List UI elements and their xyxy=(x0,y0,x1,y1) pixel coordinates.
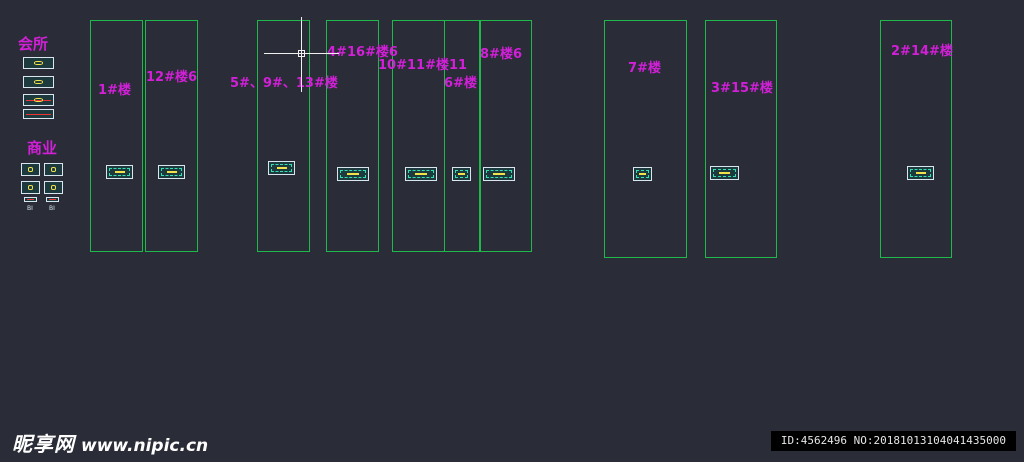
plan-thumb-6[interactable] xyxy=(452,167,471,181)
building-label-8: 8#楼6 xyxy=(480,47,522,62)
cursor-crosshair-vertical xyxy=(301,17,302,92)
building-label-10-11: 10#11#楼11 xyxy=(378,58,468,73)
plan-thumb-7[interactable] xyxy=(633,167,652,181)
commercial-thumb-4[interactable] xyxy=(44,181,63,194)
clubhouse-thumb-1[interactable] xyxy=(23,57,54,69)
commercial-thumb-2[interactable] xyxy=(44,163,63,176)
commercial-thumb-3[interactable] xyxy=(21,181,40,194)
clubhouse-thumb-2[interactable] xyxy=(23,76,54,88)
plan-thumb-10-11[interactable] xyxy=(405,167,437,181)
building-label-12: 12#楼6 xyxy=(146,70,198,85)
commercial-tiny-label-b: BI xyxy=(49,205,55,212)
watermark: 昵享网 www.nipic.cn xyxy=(12,428,208,457)
commercial-strip-2 xyxy=(46,197,59,202)
watermark-url: www.nipic.cn xyxy=(81,436,209,456)
plan-thumb-8[interactable] xyxy=(483,167,515,181)
building-label-6: 6#楼 xyxy=(444,76,477,91)
clubhouse-label: 会所 xyxy=(18,35,49,53)
clubhouse-thumb-4[interactable] xyxy=(23,109,54,119)
plan-thumb-3-15[interactable] xyxy=(710,166,739,180)
building-label-5-9-13: 5#、9#、13#楼 xyxy=(230,76,338,91)
building-frame-1[interactable] xyxy=(90,20,143,252)
building-frame-4-16[interactable] xyxy=(326,20,379,252)
commercial-strip-1 xyxy=(24,197,37,202)
plan-thumb-5-9-13[interactable] xyxy=(268,161,295,175)
plan-thumb-1[interactable] xyxy=(106,165,133,179)
building-frame-6[interactable] xyxy=(444,20,481,252)
building-frame-2-14[interactable] xyxy=(880,20,952,258)
commercial-label: 商业 xyxy=(27,139,58,157)
plan-thumb-4-16[interactable] xyxy=(337,167,369,181)
building-frame-7[interactable] xyxy=(604,20,687,258)
cursor-pickbox xyxy=(298,50,305,57)
clubhouse-thumb-3[interactable] xyxy=(23,94,54,106)
building-label-3-15: 3#15#楼 xyxy=(711,81,773,96)
building-frame-5-9-13[interactable] xyxy=(257,20,310,252)
building-label-4-16: 4#16#楼6 xyxy=(327,45,398,60)
building-frame-10-11[interactable] xyxy=(392,20,445,252)
plan-thumb-12[interactable] xyxy=(158,165,185,179)
building-label-7: 7#楼 xyxy=(628,61,661,76)
plan-thumb-2-14[interactable] xyxy=(907,166,934,180)
building-frame-8[interactable] xyxy=(479,20,532,252)
building-label-2-14: 2#14#楼 xyxy=(891,44,953,59)
commercial-tiny-label-a: BI xyxy=(27,205,33,212)
building-frame-3-15[interactable] xyxy=(705,20,777,258)
commercial-thumb-1[interactable] xyxy=(21,163,40,176)
watermark-brand: 昵享网 xyxy=(12,432,75,456)
building-frame-12[interactable] xyxy=(145,20,198,252)
building-label-1: 1#楼 xyxy=(98,83,131,98)
image-id-bar: ID:4562496 NO:20181013104041435000 xyxy=(770,431,1016,451)
